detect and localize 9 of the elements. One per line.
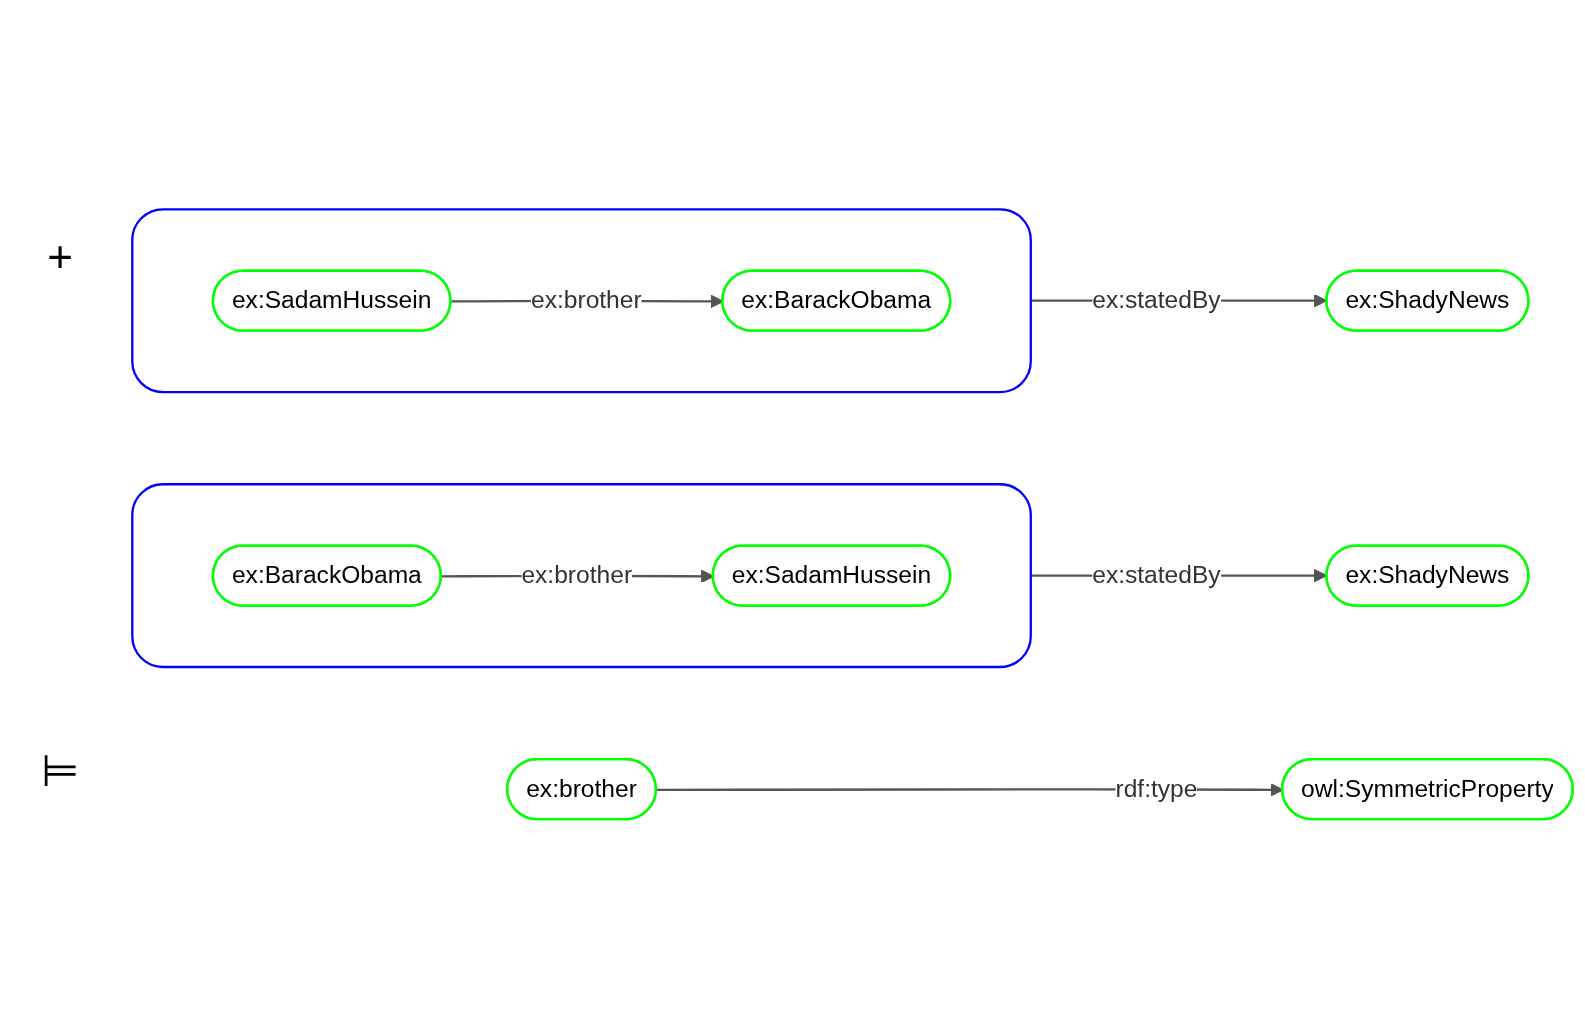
symbol-label: + (47, 231, 73, 282)
cluster (131, 482, 1032, 668)
edge-label: ex:statedBy (1092, 286, 1221, 313)
edge-label: ex:brother (530, 286, 642, 313)
edge-label: rdf:type (1115, 775, 1198, 802)
symbol-label: ⊨ (41, 745, 79, 797)
cluster (131, 207, 1032, 394)
edge-label: ex:brother (521, 561, 633, 588)
edge-label: ex:statedBy (1092, 561, 1221, 588)
